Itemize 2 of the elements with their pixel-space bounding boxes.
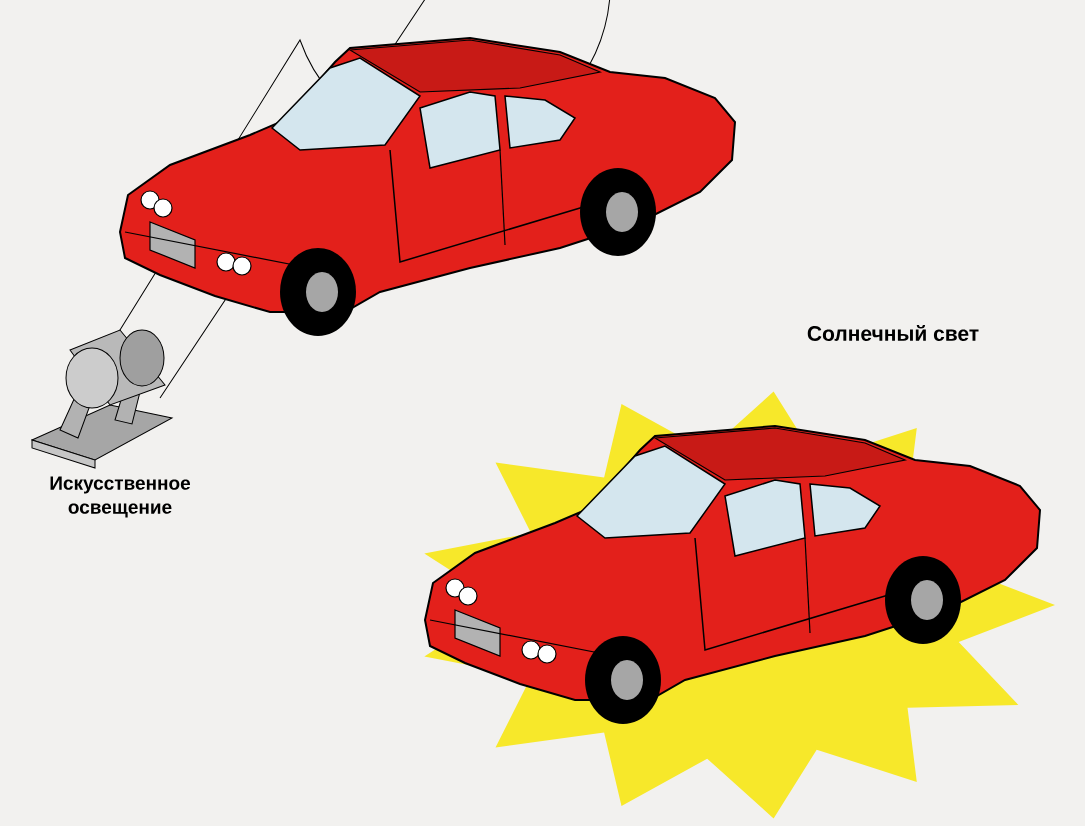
caption: Искусственное освещение [50,476,191,518]
caption: Солнечный свет [807,325,979,341]
